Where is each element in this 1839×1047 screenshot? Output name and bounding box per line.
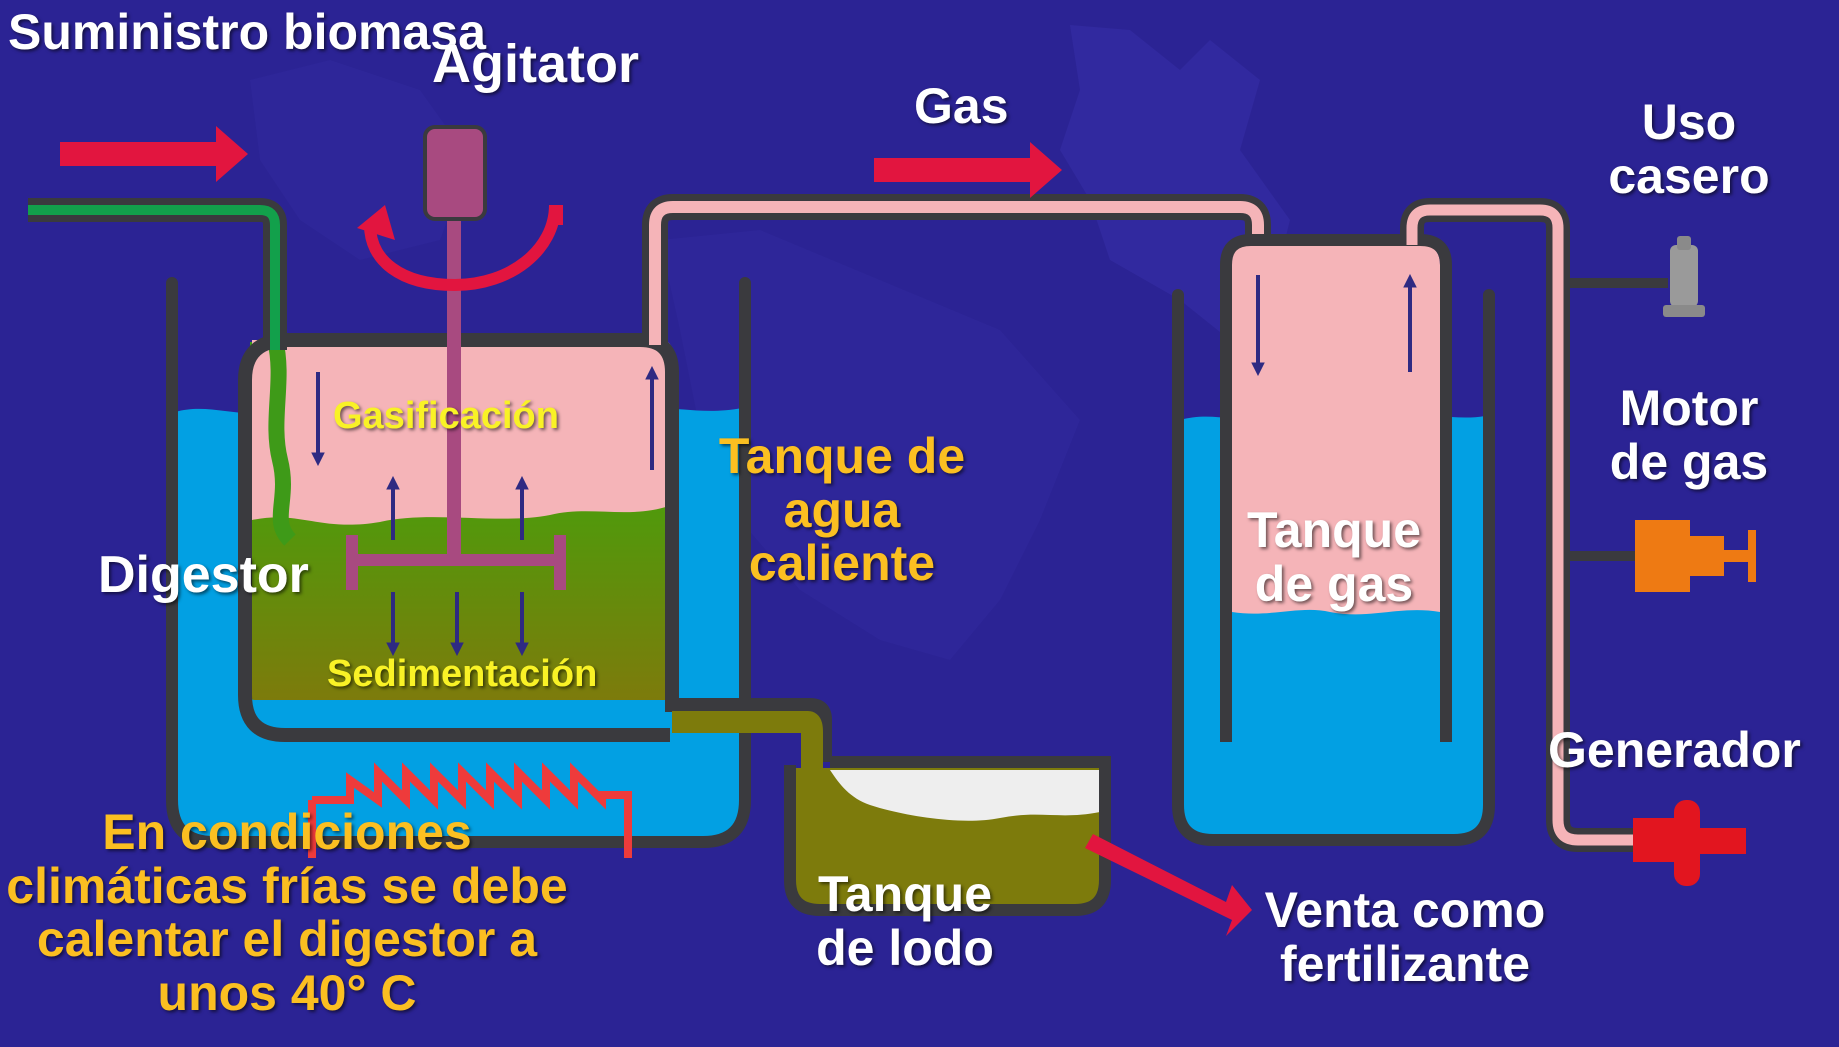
sludge-tank-label: Tanque de lodo [816,866,994,976]
gas-tank [1172,234,1495,846]
generator-icon [1633,800,1746,886]
gas-cylinder-icon [1663,236,1705,317]
agitator-label: Agitator [432,34,639,94]
agitator-motor [423,125,487,221]
heating-coil-icon [308,762,632,858]
biomass-feed-pipe [28,198,287,350]
agitator [346,125,566,590]
generator-label: Generador [1548,722,1801,778]
fertilizer-sale-label: Venta como fertilizante [1264,882,1546,992]
sludge-tank [784,756,1111,916]
sedimentation-label: Sedimentación [327,653,598,695]
digestor-label: Digestor [98,546,309,604]
digestor-tank [238,333,832,770]
gas-label: Gas [914,78,1009,134]
output-gas-pipe [1400,198,1668,852]
gas-engine-icon [1635,520,1756,592]
background-map [250,25,1290,660]
internal-flow-arrows [311,273,1417,657]
biomass-supply-label: Suministro biomasa [8,4,486,60]
gas-engine-label: Motor de gas [1609,380,1769,490]
home-use-label: Uso casero [1608,94,1770,204]
rotation-arrow-icon [364,204,561,292]
hot-water-tank-label: Tanque de agua caliente [718,428,966,591]
cold-climate-note: En condiciones climáticas frías se debe … [6,804,568,1021]
gas-flow-arrow [874,142,1062,198]
fertilizer-flow-arrow [1085,834,1252,936]
flow-arrow-icon [60,126,1252,936]
gas-pipe [642,194,1271,345]
biomass-flow-arrow [60,126,248,182]
gas-tank-label: Tanque de gas [1246,502,1422,612]
gasification-label: Gasificación [333,395,559,437]
